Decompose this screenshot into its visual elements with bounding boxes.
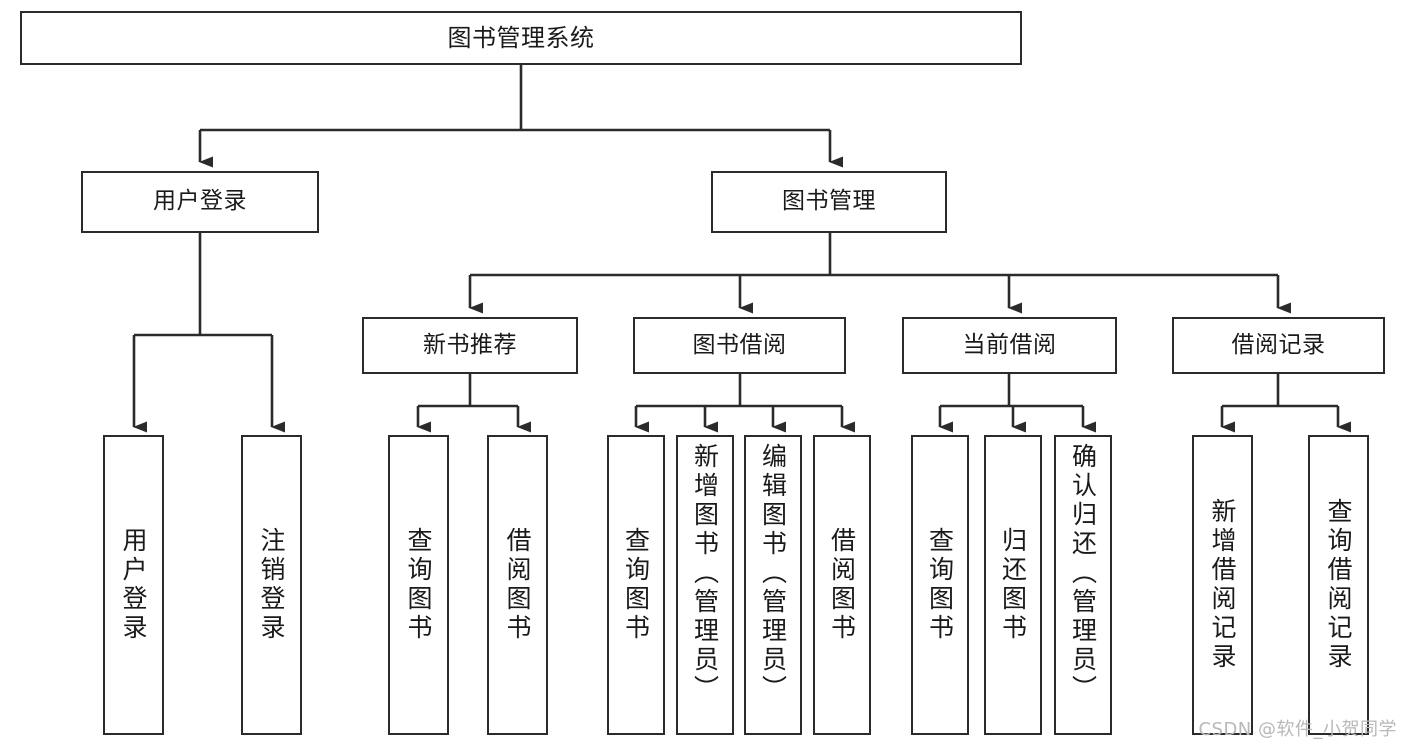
node-leaf-add-book-label: 新增图书（管理员） (690, 443, 720, 704)
node-leaf-return-book[interactable]: 归还图书 (984, 435, 1042, 735)
node-user-login[interactable]: 用户登录 (81, 171, 319, 233)
node-leaf-query-record-label: 查询借阅记录 (1324, 498, 1353, 672)
node-new-book-recommend[interactable]: 新书推荐 (362, 317, 578, 374)
node-leaf-add-record[interactable]: 新增借阅记录 (1192, 435, 1253, 735)
node-root[interactable]: 图书管理系统 (20, 11, 1022, 65)
node-leaf-borrow-book-2-label: 借阅图书 (827, 527, 857, 643)
node-book-management-label: 图书管理 (782, 188, 876, 215)
node-leaf-add-record-label: 新增借阅记录 (1208, 498, 1237, 672)
node-borrow-record-label: 借阅记录 (1231, 331, 1326, 358)
node-leaf-query-book-1[interactable]: 查询图书 (388, 435, 449, 735)
node-leaf-edit-book-label: 编辑图书（管理员） (758, 443, 788, 704)
node-leaf-query-book-2-label: 查询图书 (621, 527, 651, 643)
node-leaf-borrow-book-1-label: 借阅图书 (503, 527, 532, 643)
node-leaf-borrow-book-2[interactable]: 借阅图书 (813, 435, 871, 735)
node-current-borrow[interactable]: 当前借阅 (902, 317, 1117, 374)
node-borrow-record[interactable]: 借阅记录 (1172, 317, 1385, 374)
node-leaf-query-book-1-label: 查询图书 (404, 527, 433, 643)
node-book-borrow-label: 图书借阅 (692, 331, 787, 358)
node-leaf-user-logout[interactable]: 注销登录 (241, 435, 302, 735)
node-new-book-recommend-label: 新书推荐 (423, 331, 517, 358)
csdn-watermark: CSDN @软件_小贺同学 (1198, 719, 1397, 740)
node-leaf-query-record[interactable]: 查询借阅记录 (1308, 435, 1369, 735)
node-leaf-query-book-2[interactable]: 查询图书 (607, 435, 665, 735)
node-leaf-borrow-book-1[interactable]: 借阅图书 (487, 435, 548, 735)
node-leaf-return-book-label: 归还图书 (998, 527, 1028, 643)
node-leaf-confirm-return[interactable]: 确认归还（管理员） (1054, 435, 1112, 735)
node-root-label: 图书管理系统 (447, 23, 595, 52)
node-book-management[interactable]: 图书管理 (711, 171, 947, 233)
node-leaf-add-book[interactable]: 新增图书（管理员） (676, 435, 734, 735)
node-leaf-user-login-label: 用户登录 (119, 527, 148, 643)
node-leaf-user-login[interactable]: 用户登录 (103, 435, 164, 735)
node-leaf-user-logout-label: 注销登录 (257, 527, 286, 643)
node-leaf-query-book-3-label: 查询图书 (925, 527, 955, 643)
node-leaf-edit-book[interactable]: 编辑图书（管理员） (744, 435, 802, 735)
node-leaf-query-book-3[interactable]: 查询图书 (911, 435, 969, 735)
node-leaf-confirm-return-label: 确认归还（管理员） (1068, 443, 1098, 704)
node-user-login-label: 用户登录 (153, 188, 247, 215)
node-book-borrow[interactable]: 图书借阅 (633, 317, 846, 374)
node-current-borrow-label: 当前借阅 (962, 331, 1057, 358)
